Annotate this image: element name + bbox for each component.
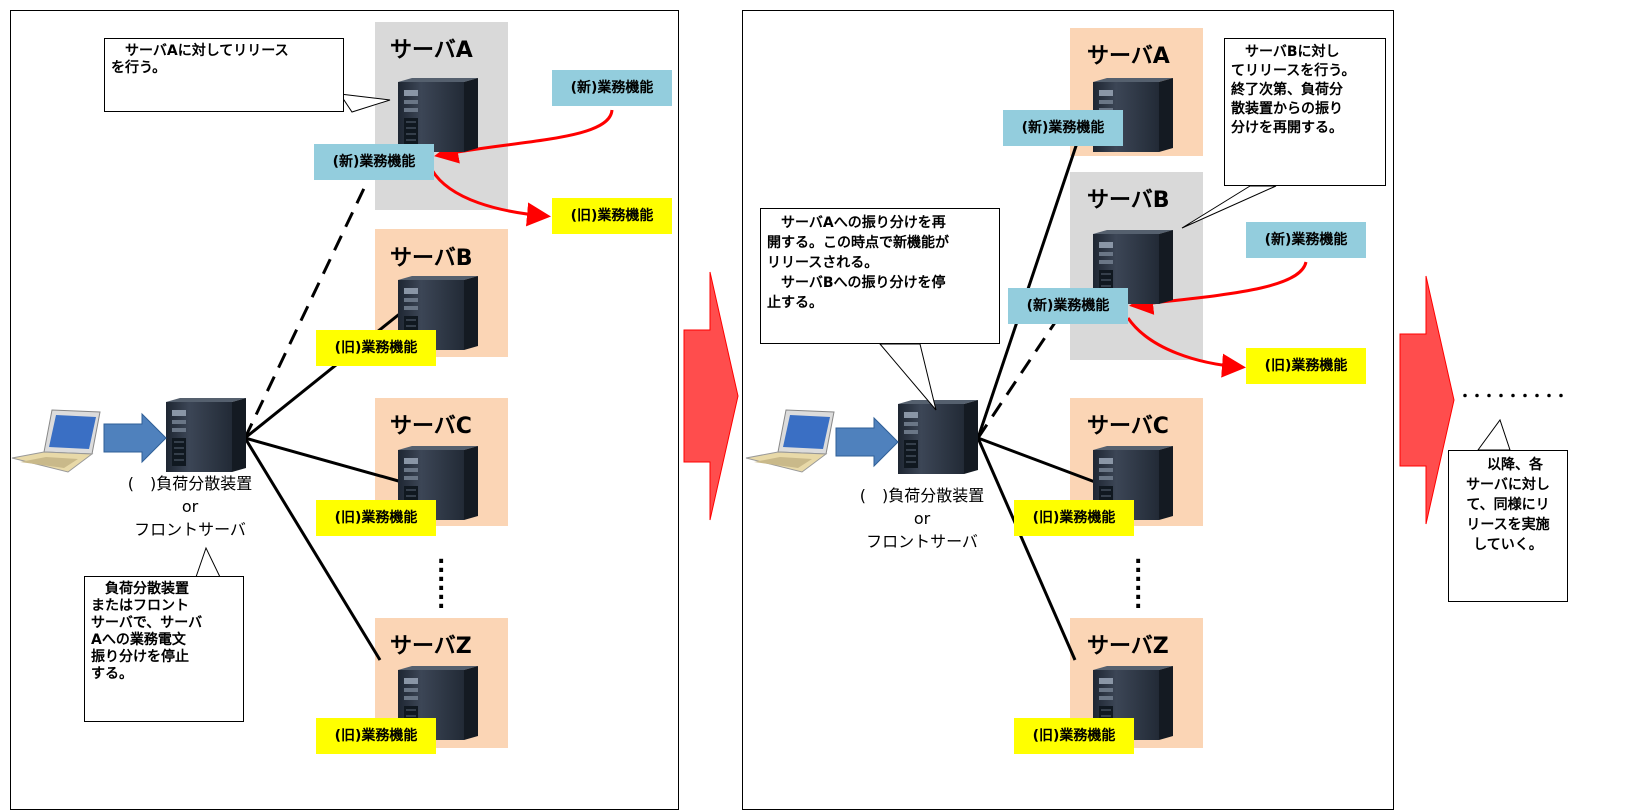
- p1-server-a-label: サーバA: [390, 38, 473, 63]
- p2-old-function-z: (旧)業務機能: [1014, 718, 1134, 754]
- p2-client-laptop: [745, 409, 835, 473]
- p2-request-arrow: [835, 416, 899, 468]
- p2-new-function-deployed: (新)業務機能: [1008, 288, 1128, 324]
- p1-load-balancer-label: ( )負荷分散装置 or フロントサーバ: [127, 474, 253, 539]
- p1-callout-stop-a: 負荷分散装置 またはフロント サーバで、サーバ Aへの業務電文 振り分けを停止 …: [84, 576, 244, 722]
- transition-arrow-1: [683, 271, 739, 521]
- p2-server-z-label: サーバZ: [1087, 634, 1169, 659]
- p1-server-c-label: サーバC: [390, 414, 472, 439]
- p1-red-arrow-old: [430, 169, 551, 227]
- p1-lb-tower: [165, 397, 247, 473]
- p1-old-function-z: (旧)業務機能: [316, 718, 436, 754]
- p2-server-b-label: サーバB: [1087, 188, 1170, 213]
- transition-arrow-2: [1399, 275, 1455, 525]
- p2-more-servers-dots: ......: [1134, 544, 1143, 614]
- p2-red-arrow-old: [1126, 317, 1246, 378]
- p1-line-to-z: [243, 437, 382, 661]
- p1-server-z-label: サーバZ: [390, 634, 472, 659]
- p1-new-function-source: (新)業務機能: [552, 70, 672, 106]
- p2-old-function-c: (旧)業務機能: [1014, 500, 1134, 536]
- p2-new-function-source: (新)業務機能: [1246, 222, 1366, 258]
- p2-server-c-label: サーバC: [1087, 414, 1169, 439]
- p1-old-function-b: (旧)業務機能: [316, 330, 436, 366]
- p2-callout-release-b: サーバBに対し てリリースを行う。 終了次第、負荷分 散装置からの振り 分けを再…: [1224, 38, 1386, 186]
- p1-more-servers-dots: ......: [437, 544, 446, 614]
- p1-client-laptop: [11, 409, 101, 473]
- p3-callout-continue: 以降、各 サーバに対し て、同様にリ リースを実施 していく。: [1448, 450, 1568, 602]
- p1-callout-release-a: サーバAに対してリリース を行う。: [104, 38, 344, 112]
- p1-server-a-tower: [397, 77, 479, 153]
- p1-line-to-c: [244, 436, 403, 484]
- p2-load-balancer-label: ( )負荷分散装置 or フロントサーバ: [859, 486, 985, 551]
- p3-ellipsis: ・・・・・・・・・: [1458, 389, 1568, 405]
- p1-request-arrow: [103, 412, 167, 464]
- p1-server-b-label: サーバB: [390, 246, 473, 271]
- p1-line-to-a-dashed: [243, 179, 370, 439]
- p2-old-function-removed: (旧)業務機能: [1246, 348, 1366, 384]
- p2-lb-tower: [897, 399, 979, 475]
- p1-old-function-c: (旧)業務機能: [316, 500, 436, 536]
- p2-line-to-c: [977, 436, 1096, 484]
- p2-callout-resume-a: サーバAへの振り分けを再 開する。この時点で新機能が リリースされる。 サーバB…: [760, 208, 1000, 344]
- p1-new-function-deployed: (新)業務機能: [314, 144, 434, 180]
- p1-old-function-removed: (旧)業務機能: [552, 198, 672, 234]
- p2-line-to-z: [976, 437, 1077, 661]
- p2-new-function-a: (新)業務機能: [1003, 110, 1123, 146]
- p2-server-a-label: サーバA: [1087, 44, 1170, 69]
